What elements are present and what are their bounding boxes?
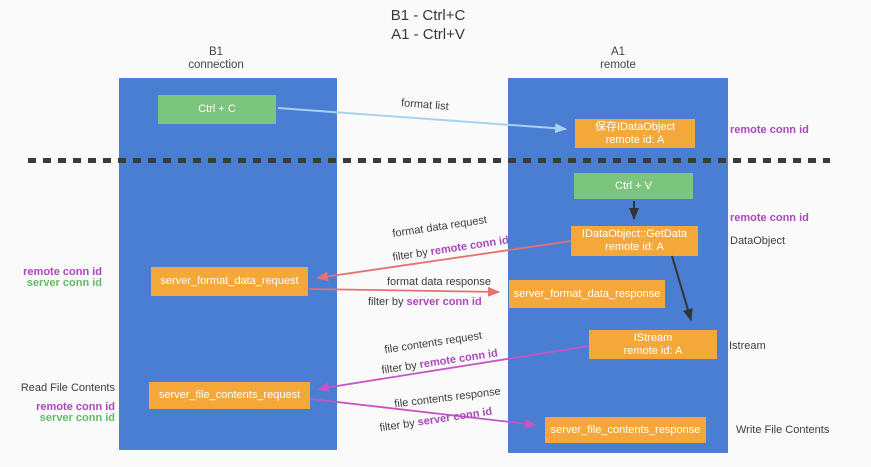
node-file-request-label: server_file_contents_request [158, 389, 301, 401]
node-store-idataobject: 保存IDataObject remote id: A [575, 119, 695, 148]
lane-a1-name: A1 [610, 46, 626, 58]
lane-b1-subtitle: connection [188, 59, 244, 71]
node-idataobject-getdata: IDataObject::GetData remote id: A [571, 226, 698, 256]
node-ctrl-v-label: Ctrl + V [615, 179, 652, 192]
filter-by-text: filter by [368, 296, 407, 308]
arrow-format-data-response [308, 286, 500, 297]
annotation-write-file-contents: Write File Contents [736, 424, 830, 436]
node-istream-line2: remote id: A [623, 344, 683, 357]
node-server-format-data-request: server_format_data_request [151, 267, 308, 296]
filter-by-text: filter by [378, 416, 419, 435]
node-istream-line1: IStream [633, 331, 673, 344]
node-ctrl-c-label: Ctrl + C [198, 103, 236, 115]
node-server-format-data-response: server_format_data_response [509, 280, 665, 308]
lane-header-b1: B1 connection [156, 46, 276, 72]
flow-label-format-list: format list [400, 97, 450, 113]
filter-by-text: filter by [380, 359, 421, 377]
annotation-left-remote-conn-id: remote conn id [23, 266, 102, 278]
flow-label-format-data-response: format data response [387, 276, 491, 288]
server-conn-id-text: server conn id [406, 296, 482, 308]
remote-conn-id-text: remote conn id [418, 347, 499, 371]
annotation-istream: Istream [729, 340, 766, 352]
diagram-title-line1: B1 - Ctrl+C [390, 7, 466, 24]
node-format-response-label: server_format_data_response [513, 287, 661, 300]
lane-header-a1: A1 remote [558, 46, 678, 72]
flow-label-format-data-request: format data request [391, 214, 488, 240]
node-server-file-contents-response: server_file_contents_response [545, 417, 706, 443]
annotation-read-file-contents: Read File Contents [20, 382, 115, 394]
node-file-response-label: server_file_contents_response [550, 423, 701, 436]
flow-label-format-data-response-filter: filter by server conn id [368, 296, 482, 308]
phase-separator-dashed-line [28, 158, 830, 163]
node-store-idataobject-line1: 保存IDataObject [594, 120, 676, 133]
node-getdata-line2: remote id: A [605, 241, 664, 253]
annotation-bottom-remote-conn-id: remote conn id [36, 401, 115, 413]
annotation-left-server-conn-id: server conn id [26, 277, 102, 289]
lane-b1-name: B1 [208, 46, 224, 58]
node-format-request-label: server_format_data_request [160, 275, 299, 287]
annotation-bottom-server-conn-id: server conn id [39, 412, 115, 424]
node-istream: IStream remote id: A [589, 330, 717, 359]
flow-label-format-data-request-filter: filter by remote conn id [392, 234, 510, 263]
annotation-left-conn-ids: remote conn id server conn id [10, 267, 102, 289]
filter-by-text: filter by [391, 246, 432, 264]
node-ctrl-c: Ctrl + C [158, 95, 276, 124]
diagram-title: B1 - Ctrl+C A1 - Ctrl+V [293, 6, 563, 44]
annotation-dataobject: DataObject [730, 235, 786, 247]
annotation-read-file-block: Read File Contents remote conn id server… [10, 383, 115, 424]
annotation-remote-conn-id-top: remote conn id [730, 124, 809, 136]
node-ctrl-v: Ctrl + V [574, 173, 693, 199]
node-store-idataobject-line2: remote id: A [605, 133, 665, 146]
node-getdata-line1: IDataObject::GetData [581, 228, 688, 240]
remote-conn-id-text: remote conn id [429, 234, 510, 258]
lane-a1-subtitle: remote [600, 59, 636, 71]
server-conn-id-text: server conn id [416, 405, 493, 429]
annotation-remote-conn-id-mid: remote conn id [730, 212, 809, 224]
diagram-title-line2: A1 - Ctrl+V [391, 26, 465, 43]
node-server-file-contents-request: server_file_contents_request [149, 382, 310, 409]
